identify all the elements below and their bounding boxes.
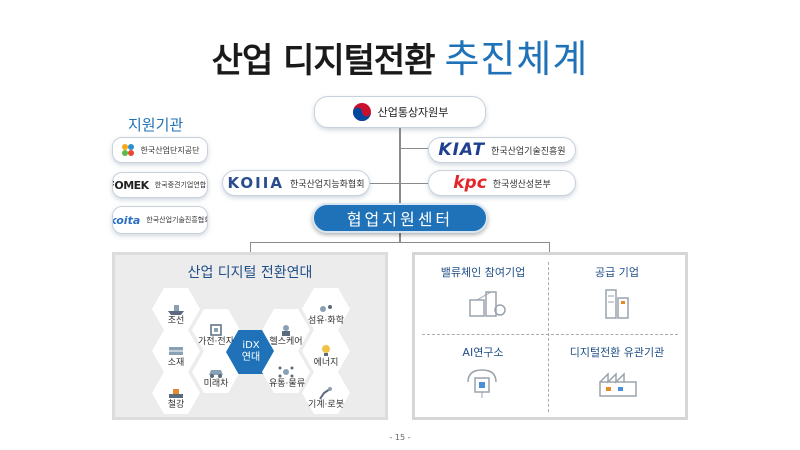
support-kicox-name: 한국산업단지공단 bbox=[140, 145, 200, 155]
connector-right-kpc bbox=[400, 183, 428, 184]
idx-alliance-label: 연대 bbox=[241, 352, 261, 363]
support-kicox: 한국산업단지공단 bbox=[112, 137, 208, 163]
partners-divider-vertical bbox=[548, 262, 549, 412]
car-icon bbox=[209, 370, 223, 378]
hex-shipbuilding bbox=[152, 288, 200, 330]
hex-machinery-robot bbox=[302, 372, 350, 414]
hex-materials-label: 소재 bbox=[167, 358, 185, 368]
koiia-logo: KOIIA bbox=[227, 174, 284, 192]
materials-icon bbox=[169, 347, 183, 355]
hex-electronics-label: 가전·전자 bbox=[198, 337, 234, 347]
collab-center-banner: 협업지원센터 bbox=[312, 203, 488, 233]
hex-logistics bbox=[262, 351, 310, 393]
logistics-icon bbox=[278, 366, 294, 378]
partners-divider-horizontal bbox=[422, 334, 678, 335]
org-motie-name: 산업통상자원부 bbox=[377, 106, 449, 119]
connector-bottom-horizontal bbox=[250, 242, 550, 243]
page-number: - 15 - bbox=[389, 433, 411, 442]
hex-future-car-label: 미래차 bbox=[203, 379, 229, 389]
building-icon bbox=[605, 289, 629, 319]
kicox-logo-icon bbox=[121, 144, 134, 156]
support-koita-name: 한국산업기술진흥협회 bbox=[146, 216, 208, 224]
connector-right-panel bbox=[549, 242, 550, 252]
textile-icon bbox=[320, 305, 332, 312]
hex-logistics-label: 유통·물류 bbox=[269, 379, 305, 389]
title-main: 산업 디지털전환 bbox=[211, 41, 436, 81]
hex-healthcare-label: 헬스케어 bbox=[269, 337, 303, 347]
idx-label: iDX bbox=[242, 340, 260, 351]
connector-left-koiia bbox=[370, 183, 400, 184]
connector-center-down bbox=[399, 233, 401, 243]
hex-textile-chemical bbox=[302, 288, 350, 330]
healthcare-icon bbox=[282, 325, 290, 336]
partner-dx-related: 디지털전환 유관기관 bbox=[569, 346, 665, 359]
ship-icon bbox=[168, 305, 184, 315]
hex-steel bbox=[152, 372, 200, 414]
connector-top-vertical bbox=[399, 128, 401, 204]
alliance-title: 산업 디지털 전환연대 bbox=[187, 265, 313, 281]
partner-value-chain: 밸류체인 참여기업 bbox=[440, 266, 526, 279]
smart-factory-icon bbox=[599, 372, 637, 397]
hex-energy-label: 에너지 bbox=[313, 358, 339, 368]
koita-logo: koita bbox=[112, 213, 141, 227]
org-koiia: KOIIA 한국산업지능화협회 bbox=[222, 170, 370, 196]
org-kpc: kpc 한국생산성본부 bbox=[428, 170, 576, 196]
hex-steel-label: 철강 bbox=[167, 400, 185, 410]
robot-arm-icon bbox=[319, 387, 332, 400]
org-kiat-name: 한국산업기술진흥원 bbox=[491, 146, 566, 157]
electronics-icon bbox=[210, 324, 222, 336]
factory-network-icon bbox=[469, 291, 506, 317]
org-motie: 산업통상자원부 bbox=[314, 96, 486, 128]
org-kpc-name: 한국생산성본부 bbox=[492, 179, 551, 190]
kiat-logo: KIAT bbox=[438, 140, 486, 160]
hex-energy bbox=[302, 330, 350, 372]
steel-icon bbox=[169, 389, 183, 398]
connector-left-panel bbox=[250, 242, 251, 252]
support-title: 지원기관 bbox=[128, 116, 184, 134]
hex-electronics bbox=[192, 309, 240, 351]
taegeuk-emblem-icon bbox=[352, 103, 371, 121]
connector-right-kiat bbox=[400, 148, 428, 149]
fomek-logo: FOMEK bbox=[113, 178, 149, 192]
partners-panel bbox=[412, 252, 688, 420]
title-accent: 추진체계 bbox=[444, 37, 589, 81]
support-fomek: FOMEK 한국중견기업연합회 bbox=[112, 172, 208, 198]
ai-chip-icon bbox=[467, 369, 497, 398]
hex-healthcare bbox=[262, 309, 310, 351]
bulb-icon bbox=[322, 345, 330, 356]
support-koita: koita 한국산업기술진흥협회 bbox=[112, 206, 208, 234]
hex-textile-chemical-label: 섬유·화학 bbox=[308, 316, 344, 326]
hex-shipbuilding-label: 조선 bbox=[167, 316, 185, 326]
partner-supply: 공급 기업 bbox=[595, 266, 639, 279]
org-koiia-name: 한국산업지능화협회 bbox=[289, 179, 365, 190]
org-kiat: KIAT 한국산업기술진흥원 bbox=[428, 137, 576, 163]
hex-machinery-robot-label: 기계·로봇 bbox=[308, 400, 344, 410]
kpc-logo: kpc bbox=[453, 173, 487, 193]
support-fomek-name: 한국중견기업연합회 bbox=[154, 181, 208, 189]
hex-materials bbox=[152, 330, 200, 372]
partner-ai-lab: AI연구소 bbox=[462, 346, 504, 359]
